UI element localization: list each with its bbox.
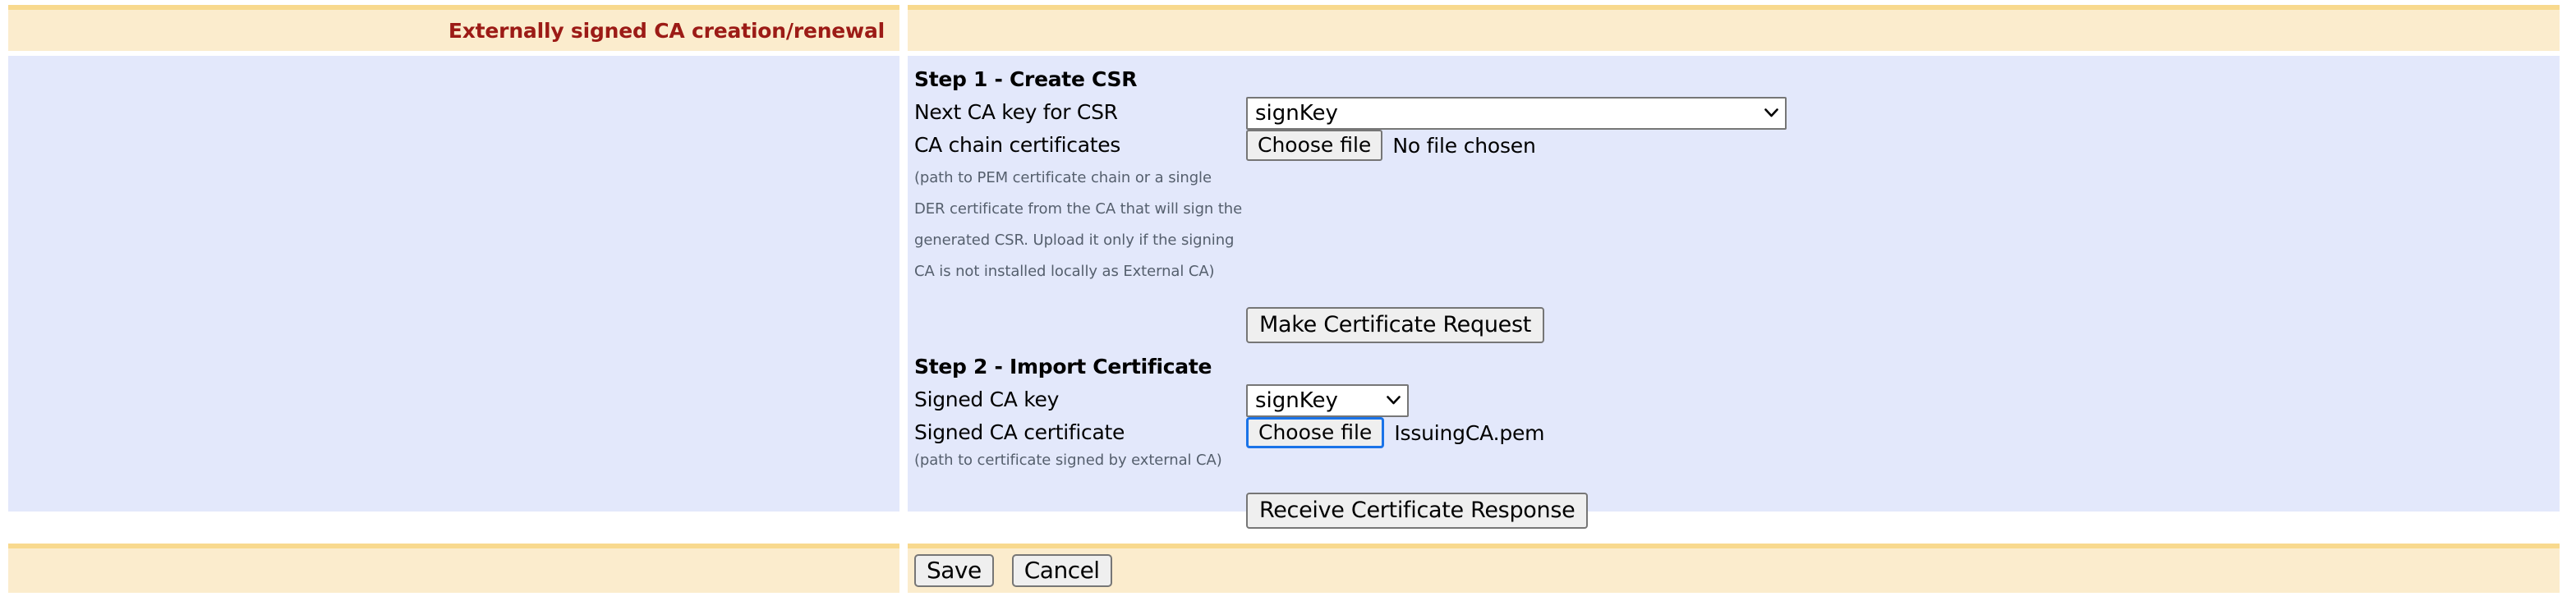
signed-ca-key-label: Signed CA key: [914, 388, 1060, 411]
row-ca-chain-certificates: CA chain certificates Choose file No fil…: [914, 130, 2560, 161]
signed-ca-certificate-label: Signed CA certificate: [914, 420, 1125, 444]
page-footer-bar: Save Cancel: [8, 544, 2560, 593]
row-signed-ca-key: Signed CA key signKey: [914, 384, 2560, 417]
make-certificate-request-button[interactable]: Make Certificate Request: [1246, 307, 1545, 343]
header-left-cell: Externally signed CA creation/renewal: [8, 5, 899, 51]
make-request-control: Make Certificate Request: [1246, 307, 2560, 343]
ca-chain-help-text: (path to PEM certificate chain or a sing…: [914, 169, 1243, 280]
next-ca-key-label: Next CA key for CSR: [914, 100, 1118, 124]
row-receive-certificate-response: Receive Certificate Response: [914, 493, 2560, 529]
row-signed-ca-certificate-help: (path to certificate signed by external …: [914, 448, 2560, 479]
chevron-down-icon: [1387, 394, 1401, 408]
column-divider: [899, 56, 908, 512]
signed-ca-certificate-control: Choose file IssuingCA.pem: [1246, 417, 2560, 448]
signed-ca-key-select[interactable]: signKey: [1246, 384, 1409, 417]
chevron-down-icon: [1764, 107, 1778, 121]
signed-ca-key-control: signKey: [1246, 384, 2560, 417]
ca-chain-certificates-control: Choose file No file chosen: [1246, 130, 2560, 161]
page-title: Externally signed CA creation/renewal: [448, 18, 885, 43]
signed-ca-certificate-choose-file-button[interactable]: Choose file: [1246, 417, 1385, 448]
ca-chain-certificates-label: CA chain certificates: [914, 133, 1121, 157]
signed-ca-certificate-file-name: IssuingCA.pem: [1394, 420, 1545, 445]
footer-left-cell: [8, 544, 899, 593]
form-body-area: Step 1 - Create CSR Next CA key for CSR …: [8, 56, 2560, 529]
signed-ca-key-selected-value: signKey: [1255, 388, 1338, 413]
body-right-cell: Step 1 - Create CSR Next CA key for CSR …: [908, 56, 2560, 529]
ca-chain-choose-file-button[interactable]: Choose file: [1246, 130, 1383, 161]
receive-certificate-response-button[interactable]: Receive Certificate Response: [1246, 493, 1589, 529]
body-left-cell: [8, 56, 899, 512]
column-divider: [899, 5, 908, 51]
step2-heading: Step 2 - Import Certificate: [914, 355, 1212, 378]
step1-heading: Step 1 - Create CSR: [914, 67, 1138, 91]
signed-ca-certificate-help-text: (path to certificate signed by external …: [914, 452, 1222, 469]
receive-response-control: Receive Certificate Response: [1246, 493, 2560, 529]
next-ca-key-selected-value: signKey: [1255, 101, 1338, 126]
row-make-certificate-request: Make Certificate Request: [914, 307, 2560, 343]
ca-chain-file-input[interactable]: Choose file No file chosen: [1246, 130, 1536, 161]
next-ca-key-select[interactable]: signKey: [1246, 97, 1787, 130]
signed-ca-certificate-file-input[interactable]: Choose file IssuingCA.pem: [1246, 417, 1545, 448]
cancel-button[interactable]: Cancel: [1011, 554, 1112, 587]
row-ca-chain-help: (path to PEM certificate chain or a sing…: [914, 161, 2560, 287]
next-ca-key-control: signKey: [1246, 97, 2560, 130]
footer-right-cell: Save Cancel: [908, 544, 2560, 593]
row-next-ca-key: Next CA key for CSR signKey: [914, 97, 2560, 130]
page-header-bar: Externally signed CA creation/renewal: [8, 5, 2560, 51]
ca-chain-file-name: No file chosen: [1392, 133, 1536, 158]
column-divider: [899, 544, 908, 593]
certificate-form: Step 1 - Create CSR Next CA key for CSR …: [908, 56, 2560, 529]
header-right-cell: [908, 5, 2560, 51]
row-signed-ca-certificate: Signed CA certificate Choose file Issuin…: [914, 417, 2560, 448]
save-button[interactable]: Save: [914, 554, 994, 587]
